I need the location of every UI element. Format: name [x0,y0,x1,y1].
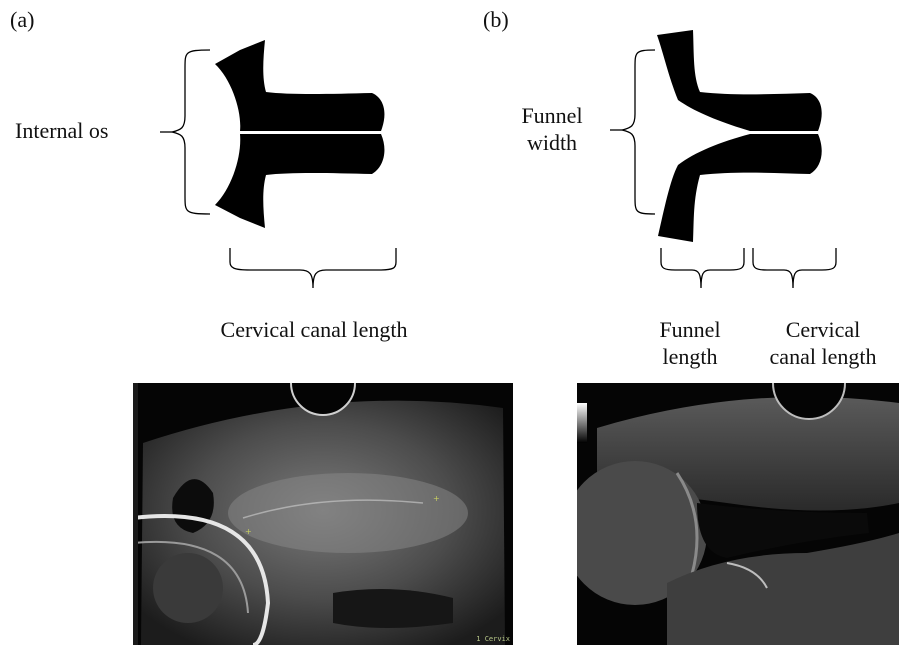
ultrasound-closed-render: + + [133,383,513,645]
funneled-cervix-lower-lip [658,134,822,242]
funnel-width-bracket [610,50,655,214]
closed-cervix-lower-lip [215,134,384,228]
ultrasound-image-closed: + + 1 Cervix [133,383,513,645]
svg-text:+: + [245,527,252,536]
funneled-cervix-upper-lip [657,30,822,131]
funneled-cervix-shape [657,30,822,242]
closed-cervix-upper-lip [215,40,384,131]
ultrasound-funneled-render [577,383,899,645]
ultrasound-image-funneled [577,383,899,645]
internal-os-bracket [160,50,210,214]
svg-text:+: + [433,494,440,503]
closed-cervix-shape [215,40,384,228]
canal-length-bracket-a [230,248,396,288]
funnel-length-bracket [661,248,744,288]
ultrasound-corner-label: 1 Cervix [476,635,510,643]
canal-length-bracket-b [753,248,836,288]
